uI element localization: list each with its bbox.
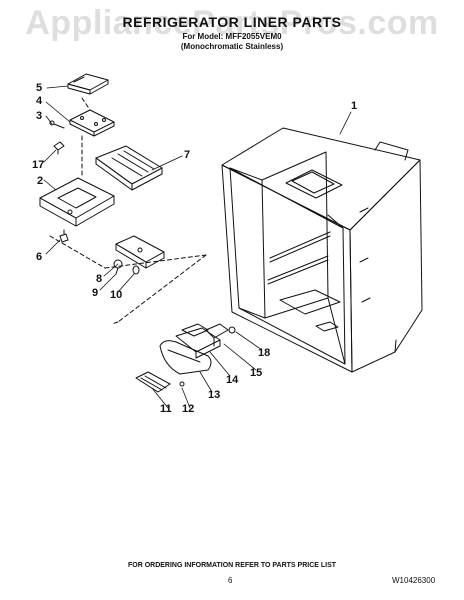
ordering-note: FOR ORDERING INFORMATION REFER TO PARTS … xyxy=(127,562,337,569)
part-7-light-cover xyxy=(95,145,163,191)
callout-12: 12 xyxy=(182,403,194,415)
callout-14: 14 xyxy=(226,374,239,386)
part-4-hinge xyxy=(69,109,115,137)
part-17-clip xyxy=(53,141,65,155)
callout-7: 7 xyxy=(184,149,190,161)
page-number: 6 xyxy=(228,576,233,585)
part-9-knob xyxy=(113,259,123,275)
leader-lines xyxy=(43,85,352,409)
part-3-screw xyxy=(49,120,65,129)
part-13-crisper-cover xyxy=(159,340,212,375)
watermark: AppliancePartsPros.com xyxy=(25,4,439,42)
callout-8: 8 xyxy=(96,273,102,285)
callout-5: 5 xyxy=(36,82,42,94)
callout-11: 11 xyxy=(160,403,172,415)
callout-6: 6 xyxy=(36,251,42,263)
part-11-grille xyxy=(135,371,171,393)
part-12-screw xyxy=(179,381,185,387)
callout-13: 13 xyxy=(208,389,220,401)
model-variant: (Monochromatic Stainless) xyxy=(180,42,284,51)
model-subtitle: For Model: MFF2055VEM0 (Monochromatic St… xyxy=(0,32,464,52)
part-5-bracket xyxy=(67,73,109,95)
callout-15: 15 xyxy=(250,367,262,379)
callout-18: 18 xyxy=(258,347,270,359)
callout-9: 9 xyxy=(92,287,98,299)
part-15-pivot xyxy=(205,323,229,347)
part-18-washer xyxy=(228,326,236,334)
part-10-bulb xyxy=(132,265,140,275)
callout-2: 2 xyxy=(37,175,43,187)
page-title: REFRIGERATOR LINER PARTS xyxy=(122,14,342,30)
document-number: W10426300 xyxy=(392,576,436,585)
callout-1: 1 xyxy=(351,100,357,112)
part-14-bracket xyxy=(175,323,221,359)
callout-4: 4 xyxy=(36,95,43,107)
callout-17: 17 xyxy=(32,159,44,171)
callout-3: 3 xyxy=(36,110,42,122)
assembly-lines xyxy=(49,97,207,325)
part-2-light-housing xyxy=(39,177,115,227)
callout-10: 10 xyxy=(110,289,122,301)
part-6-nut xyxy=(59,229,69,243)
part-8-control-housing xyxy=(115,235,165,269)
part-liner-cabinet xyxy=(221,127,423,373)
model-number: For Model: MFF2055VEM0 xyxy=(182,32,282,41)
